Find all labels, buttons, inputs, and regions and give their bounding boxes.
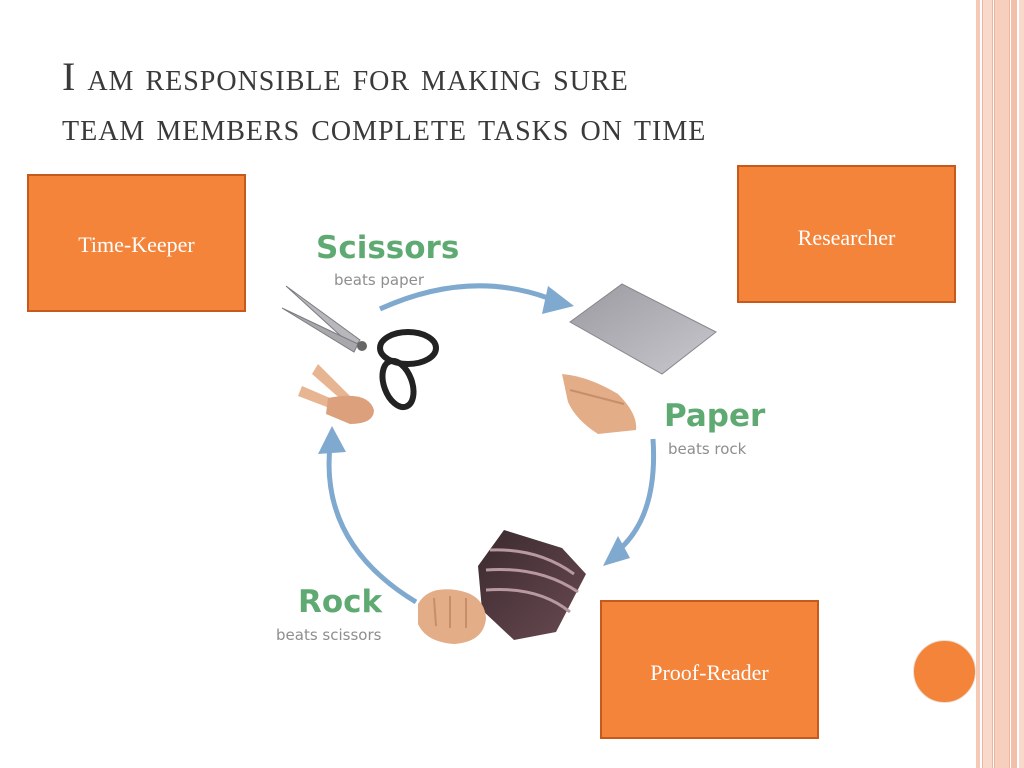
rock-icon <box>478 530 586 640</box>
decor-stripe <box>1019 0 1024 768</box>
cycle-svg: Scissors beats paper Paper beats rock <box>276 230 766 644</box>
arrowhead-rock <box>603 536 630 566</box>
scissors-subtitle: beats paper <box>334 271 425 289</box>
paper-subtitle: beats rock <box>668 440 747 458</box>
rock-paper-scissors-diagram: Scissors beats paper Paper beats rock <box>258 214 778 664</box>
decor-circle <box>913 640 976 703</box>
time-keeper-box: Time-Keeper <box>27 174 246 312</box>
flat-hand-icon <box>562 374 637 434</box>
decor-stripe <box>1011 0 1017 768</box>
fist-icon <box>418 589 486 644</box>
cycle-arrows <box>326 283 657 605</box>
rock-subtitle: beats scissors <box>276 626 382 644</box>
scissors-title: Scissors <box>316 230 459 266</box>
arrow-scissors-to-paper <box>378 283 549 312</box>
proof-reader-label: Proof-Reader <box>650 660 769 685</box>
paper-title: Paper <box>664 398 766 434</box>
time-keeper-label: Time-Keeper <box>78 232 195 257</box>
arrow-paper-to-rock <box>618 438 657 551</box>
decor-stripe <box>994 0 1010 768</box>
slide-title-line-1: I am responsible for making sure <box>62 54 629 99</box>
slide-title: I am responsible for making sure team me… <box>62 52 942 152</box>
arrowhead-scissors <box>318 426 346 454</box>
slide-title-line-2: team members complete tasks on time <box>62 104 707 149</box>
scissors-icon <box>281 285 439 411</box>
researcher-label: Researcher <box>797 225 896 250</box>
decor-stripe <box>976 0 980 768</box>
arrow-rock-to-scissors <box>326 445 418 605</box>
arrowhead-paper <box>542 286 574 314</box>
proof-reader-box: Proof-Reader <box>600 600 819 739</box>
paper-sheet-icon <box>569 283 717 375</box>
rock-title: Rock <box>298 584 384 620</box>
peace-hand-icon <box>298 364 374 424</box>
researcher-box: Researcher <box>737 165 956 303</box>
decor-stripe <box>982 0 993 768</box>
